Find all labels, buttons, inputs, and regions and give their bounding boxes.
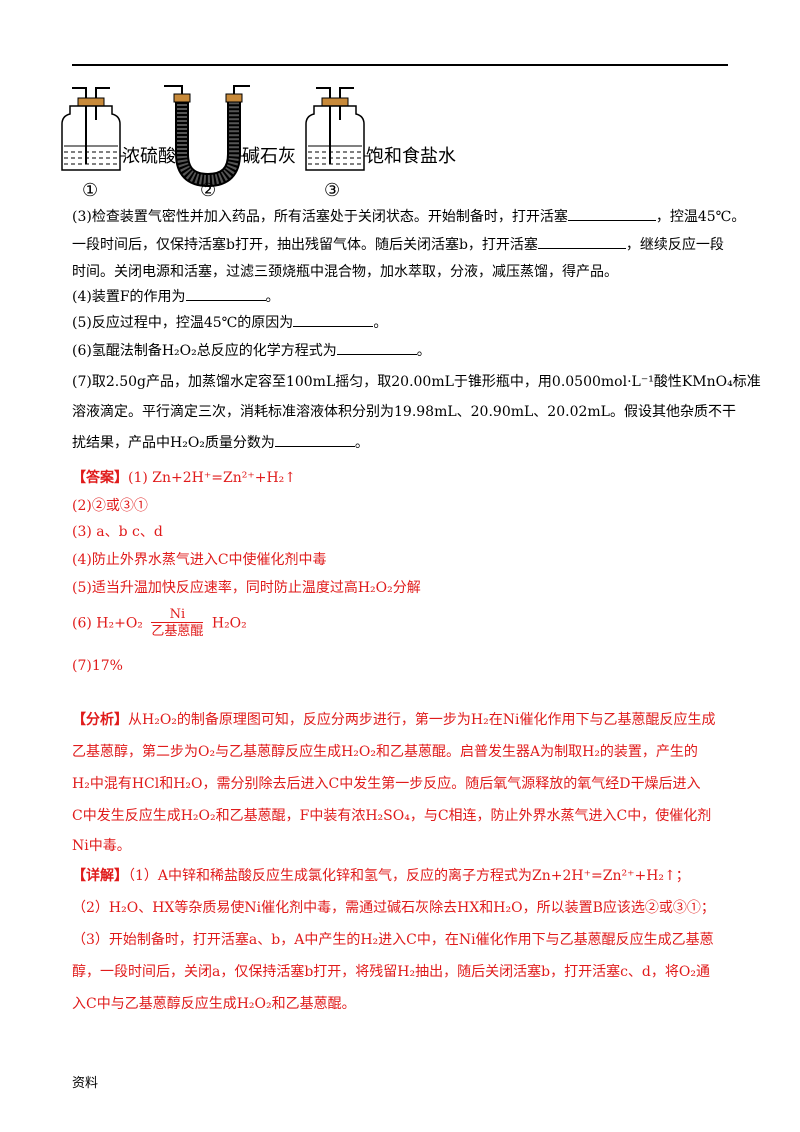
q6-line: (6)氢醌法制备H₂O₂总反应的化学方程式为 。 bbox=[72, 340, 742, 361]
gas-washing-bottle-1 bbox=[61, 87, 126, 171]
q5-text-a: (5)反应过程中，控温45℃的原因为 bbox=[72, 315, 294, 331]
q6-text-a: (6)氢醌法制备H₂O₂总反应的化学方程式为 bbox=[72, 343, 337, 359]
answer-1: 【答案】(1) Zn+2H⁺=Zn²⁺+H₂↑ bbox=[72, 468, 742, 488]
label-conc-sulfuric-acid: 浓硫酸 bbox=[122, 146, 176, 167]
label-soda-lime: 碱石灰 bbox=[242, 146, 296, 167]
q7-line-1: (7)取2.50g产品，加蒸馏水定容至100mL摇匀，取20.00mL于锥形瓶中… bbox=[72, 374, 761, 390]
solvent-label: 乙基蒽醌 bbox=[151, 624, 204, 639]
u-tube bbox=[164, 85, 250, 188]
reaction-condition: Ni 乙基蒽醌 bbox=[151, 607, 204, 639]
number-2: ② bbox=[200, 180, 216, 201]
apparatus-figure: 浓硫酸 碱石灰 饱和食盐水 ① ② ③ bbox=[61, 85, 456, 201]
analysis-line-3: H₂中混有HCl和H₂O，需分别除去后进入C中发生第一步反应。随后氧气源释放的氧… bbox=[72, 776, 701, 792]
q7-line-2: 溶液滴定。平行滴定三次，消耗标准溶液体积分别为19.98mL、20.90mL、2… bbox=[72, 404, 736, 420]
answer-blank bbox=[274, 432, 355, 447]
q7-text-b: 。 bbox=[354, 435, 369, 451]
answer-2: (2)②或③① bbox=[72, 498, 148, 514]
analysis-line-2: 乙基蒽醇，第二步为O₂与乙基蒽醇反应生成H₂O₂和乙基蒽醌。启普发生器A为制取H… bbox=[72, 744, 698, 760]
answer-6-left: (6) H₂+O₂ bbox=[72, 615, 143, 632]
answer-4: (4)防止外界水蒸气进入C中使催化剂中毒 bbox=[72, 552, 327, 568]
q6-text-b: 。 bbox=[416, 343, 431, 359]
answer-7: (7)17% bbox=[72, 658, 123, 674]
answer-6: (6) H₂+O₂ Ni 乙基蒽醌 H₂O₂ bbox=[72, 608, 742, 639]
q4-line: (4)装置F的作用为 。 bbox=[72, 286, 742, 307]
number-1: ① bbox=[82, 180, 98, 201]
q7-text-a: 扰结果，产品中H₂O₂质量分数为 bbox=[72, 435, 275, 451]
q3-text-c: 一段时间后，仅保持活塞b打开，抽出残留气体。随后关闭活塞b，打开活塞 bbox=[72, 237, 538, 253]
q3-text-b: ，控温45℃。 bbox=[655, 209, 746, 225]
q3-text-a: (3)检查装置气密性并加入药品，所有活塞处于关闭状态。开始制备时，打开活塞 bbox=[72, 209, 568, 225]
answer-1-text: (1) Zn+2H⁺=Zn²⁺+H₂↑ bbox=[128, 470, 297, 486]
number-3: ③ bbox=[324, 180, 340, 201]
detail-line-2: （2）H₂O、HX等杂质易使Ni催化剂中毒，需通过碱石灰除去HX和H₂O，所以装… bbox=[72, 900, 715, 916]
header-rule bbox=[72, 64, 728, 66]
footer-label: 资料 bbox=[72, 1076, 99, 1091]
q4-text-a: (4)装置F的作用为 bbox=[72, 289, 186, 305]
analysis-text-1: 从H₂O₂的制备原理图可知，反应分两步进行，第一步为H₂在Ni催化作用下与乙基蒽… bbox=[128, 712, 716, 728]
answer-5: (5)适当升温加快反应速率，同时防止温度过高H₂O₂分解 bbox=[72, 580, 421, 596]
analysis-line-1: 【分析】从H₂O₂的制备原理图可知，反应分两步进行，第一步为H₂在Ni催化作用下… bbox=[72, 710, 742, 730]
catalyst-label: Ni bbox=[169, 607, 186, 622]
q7-line-3: 扰结果，产品中H₂O₂质量分数为 。 bbox=[72, 432, 742, 453]
detail-text-1: （1）A中锌和稀盐酸反应生成氯化锌和氢气，反应的离子方程式为Zn+2H⁺=Zn²… bbox=[128, 868, 690, 884]
q3-line-2: 一段时间后，仅保持活塞b打开，抽出残留气体。随后关闭活塞b，打开活塞 ，继续反应一… bbox=[72, 234, 742, 255]
answer-blank bbox=[185, 286, 266, 301]
analysis-line-5: Ni中毒。 bbox=[72, 838, 131, 854]
answer-blank bbox=[567, 206, 656, 221]
detail-tag: 【详解】 bbox=[72, 868, 128, 884]
answer-3: (3) a、b c、d bbox=[72, 524, 163, 540]
analysis-tag: 【分析】 bbox=[72, 712, 128, 728]
detail-line-1: 【详解】（1）A中锌和稀盐酸反应生成氯化锌和氢气，反应的离子方程式为Zn+2H⁺… bbox=[72, 866, 742, 886]
detail-line-4: 醇，一段时间后，关闭a，仅保持活塞b打开，将残留H₂抽出，随后关闭活塞b，打开活… bbox=[72, 964, 710, 980]
answer-blank bbox=[293, 312, 374, 327]
answer-blank bbox=[336, 340, 417, 355]
label-saturated-brine: 饱和食盐水 bbox=[366, 146, 456, 167]
q4-text-b: 。 bbox=[265, 289, 280, 305]
detail-line-3: （3）开始制备时，打开活塞a、b，A中产生的H₂进入C中，在Ni催化作用下与乙基… bbox=[72, 932, 714, 948]
q3-line-3: 时间。关闭电源和活塞，过滤三颈烧瓶中混合物，加水萃取，分液，减压蒸馏，得产品。 bbox=[72, 264, 618, 280]
q3-line-1: (3)检查装置气密性并加入药品，所有活塞处于关闭状态。开始制备时，打开活塞 ，控温… bbox=[72, 206, 746, 227]
answer-tag: 【答案】 bbox=[72, 470, 128, 486]
gas-washing-bottle-3 bbox=[305, 87, 370, 171]
detail-line-5: 入C中与乙基蒽醇反应生成H₂O₂和乙基蒽醌。 bbox=[72, 996, 356, 1012]
q3-text-d: ，继续反应一段 bbox=[625, 237, 724, 253]
q5-line: (5)反应过程中，控温45℃的原因为 。 bbox=[72, 312, 742, 333]
analysis-line-4: C中发生反应生成H₂O₂和乙基蒽醌，F中装有浓H₂SO₄，与C相连，防止外界水蒸… bbox=[72, 808, 712, 824]
q5-text-b: 。 bbox=[373, 315, 388, 331]
answer-6-right: H₂O₂ bbox=[211, 615, 247, 632]
answer-blank bbox=[537, 234, 626, 249]
